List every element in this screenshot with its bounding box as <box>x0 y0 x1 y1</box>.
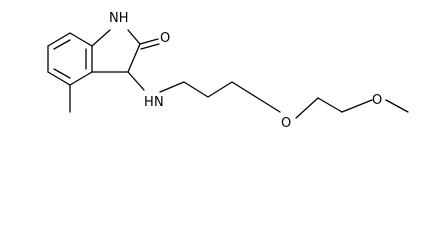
bond-nh-c2 <box>127 29 141 45</box>
bond-chain-6 <box>317 97 343 113</box>
atom-amine-n-label: N <box>154 95 164 110</box>
bond-n-ch2-1 <box>159 81 185 93</box>
bond-chain-7 <box>341 99 373 113</box>
bond-c3-n <box>127 71 145 91</box>
benzene-ring <box>47 32 93 86</box>
atom-amine-h-label: H <box>144 95 154 110</box>
bond-ring-2 <box>69 32 93 47</box>
bond-ring-4 <box>69 71 93 86</box>
bond-co-1 <box>139 38 159 45</box>
bond-c7a-nh <box>91 29 111 47</box>
bond-chain-5 <box>295 97 319 119</box>
atom-nh-label: NH <box>109 11 129 26</box>
molecule-structure: NH O H N O O <box>47 11 409 131</box>
bond-co-2 <box>140 43 160 50</box>
bond-chain-4 <box>255 96 281 113</box>
atom-ether-o1-label: O <box>281 116 291 131</box>
bond-ring-5 <box>47 71 71 86</box>
side-chain <box>127 71 409 119</box>
atom-ether-o2-label: O <box>372 93 382 108</box>
structure-canvas: NH O H N O O <box>47 11 409 131</box>
lactam-ring <box>91 29 141 73</box>
bond-chain-1 <box>183 81 209 98</box>
bond-chain-8 <box>385 99 409 113</box>
atom-carbonyl-o-label: O <box>160 31 170 46</box>
carbonyl-group <box>139 38 160 50</box>
bond-ring-double-3 <box>53 68 71 79</box>
bond-ring-1 <box>47 32 71 47</box>
bond-chain-2 <box>207 81 233 98</box>
bond-chain-3 <box>231 81 257 98</box>
bond-c2-c3 <box>127 43 141 73</box>
bond-ring-double-1 <box>53 39 71 50</box>
